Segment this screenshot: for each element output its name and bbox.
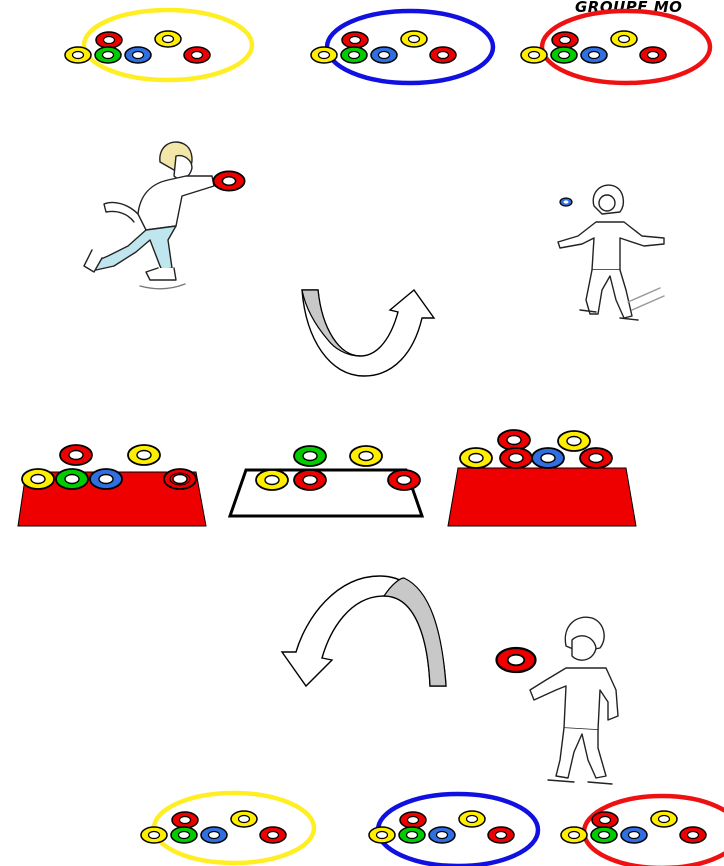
skater-jacket: [530, 668, 618, 730]
bottom-hoop-red-group: [561, 796, 724, 866]
mat-white-center: [230, 446, 422, 516]
bottom-hoop-yellow-group: [141, 793, 314, 863]
bottom-hoop-blue-group: [369, 794, 538, 866]
thrown-ring-red: [213, 171, 244, 190]
mat-red-left: [18, 445, 206, 526]
mat-red-right: [448, 430, 636, 526]
rings-set: [141, 811, 286, 843]
arrow-return-down-shade: [384, 578, 446, 686]
skater-throwing-figure: [84, 142, 214, 289]
held-ring-red: [497, 648, 536, 672]
skater-legs: [586, 270, 632, 318]
skater-jacket: [138, 176, 214, 230]
skater-legs: [556, 728, 606, 778]
top-hoop-yellow-group: [65, 10, 252, 80]
skater-jacket: [558, 222, 664, 270]
top-hoop-blue-group: [311, 11, 493, 83]
small-ring-blue: [560, 198, 572, 206]
rings-set: [369, 811, 514, 843]
skater-legs: [94, 226, 176, 270]
top-hoop-red-group: [521, 11, 710, 83]
skater-catching-figure: [558, 185, 664, 320]
skater-holding-figure: [530, 617, 618, 784]
